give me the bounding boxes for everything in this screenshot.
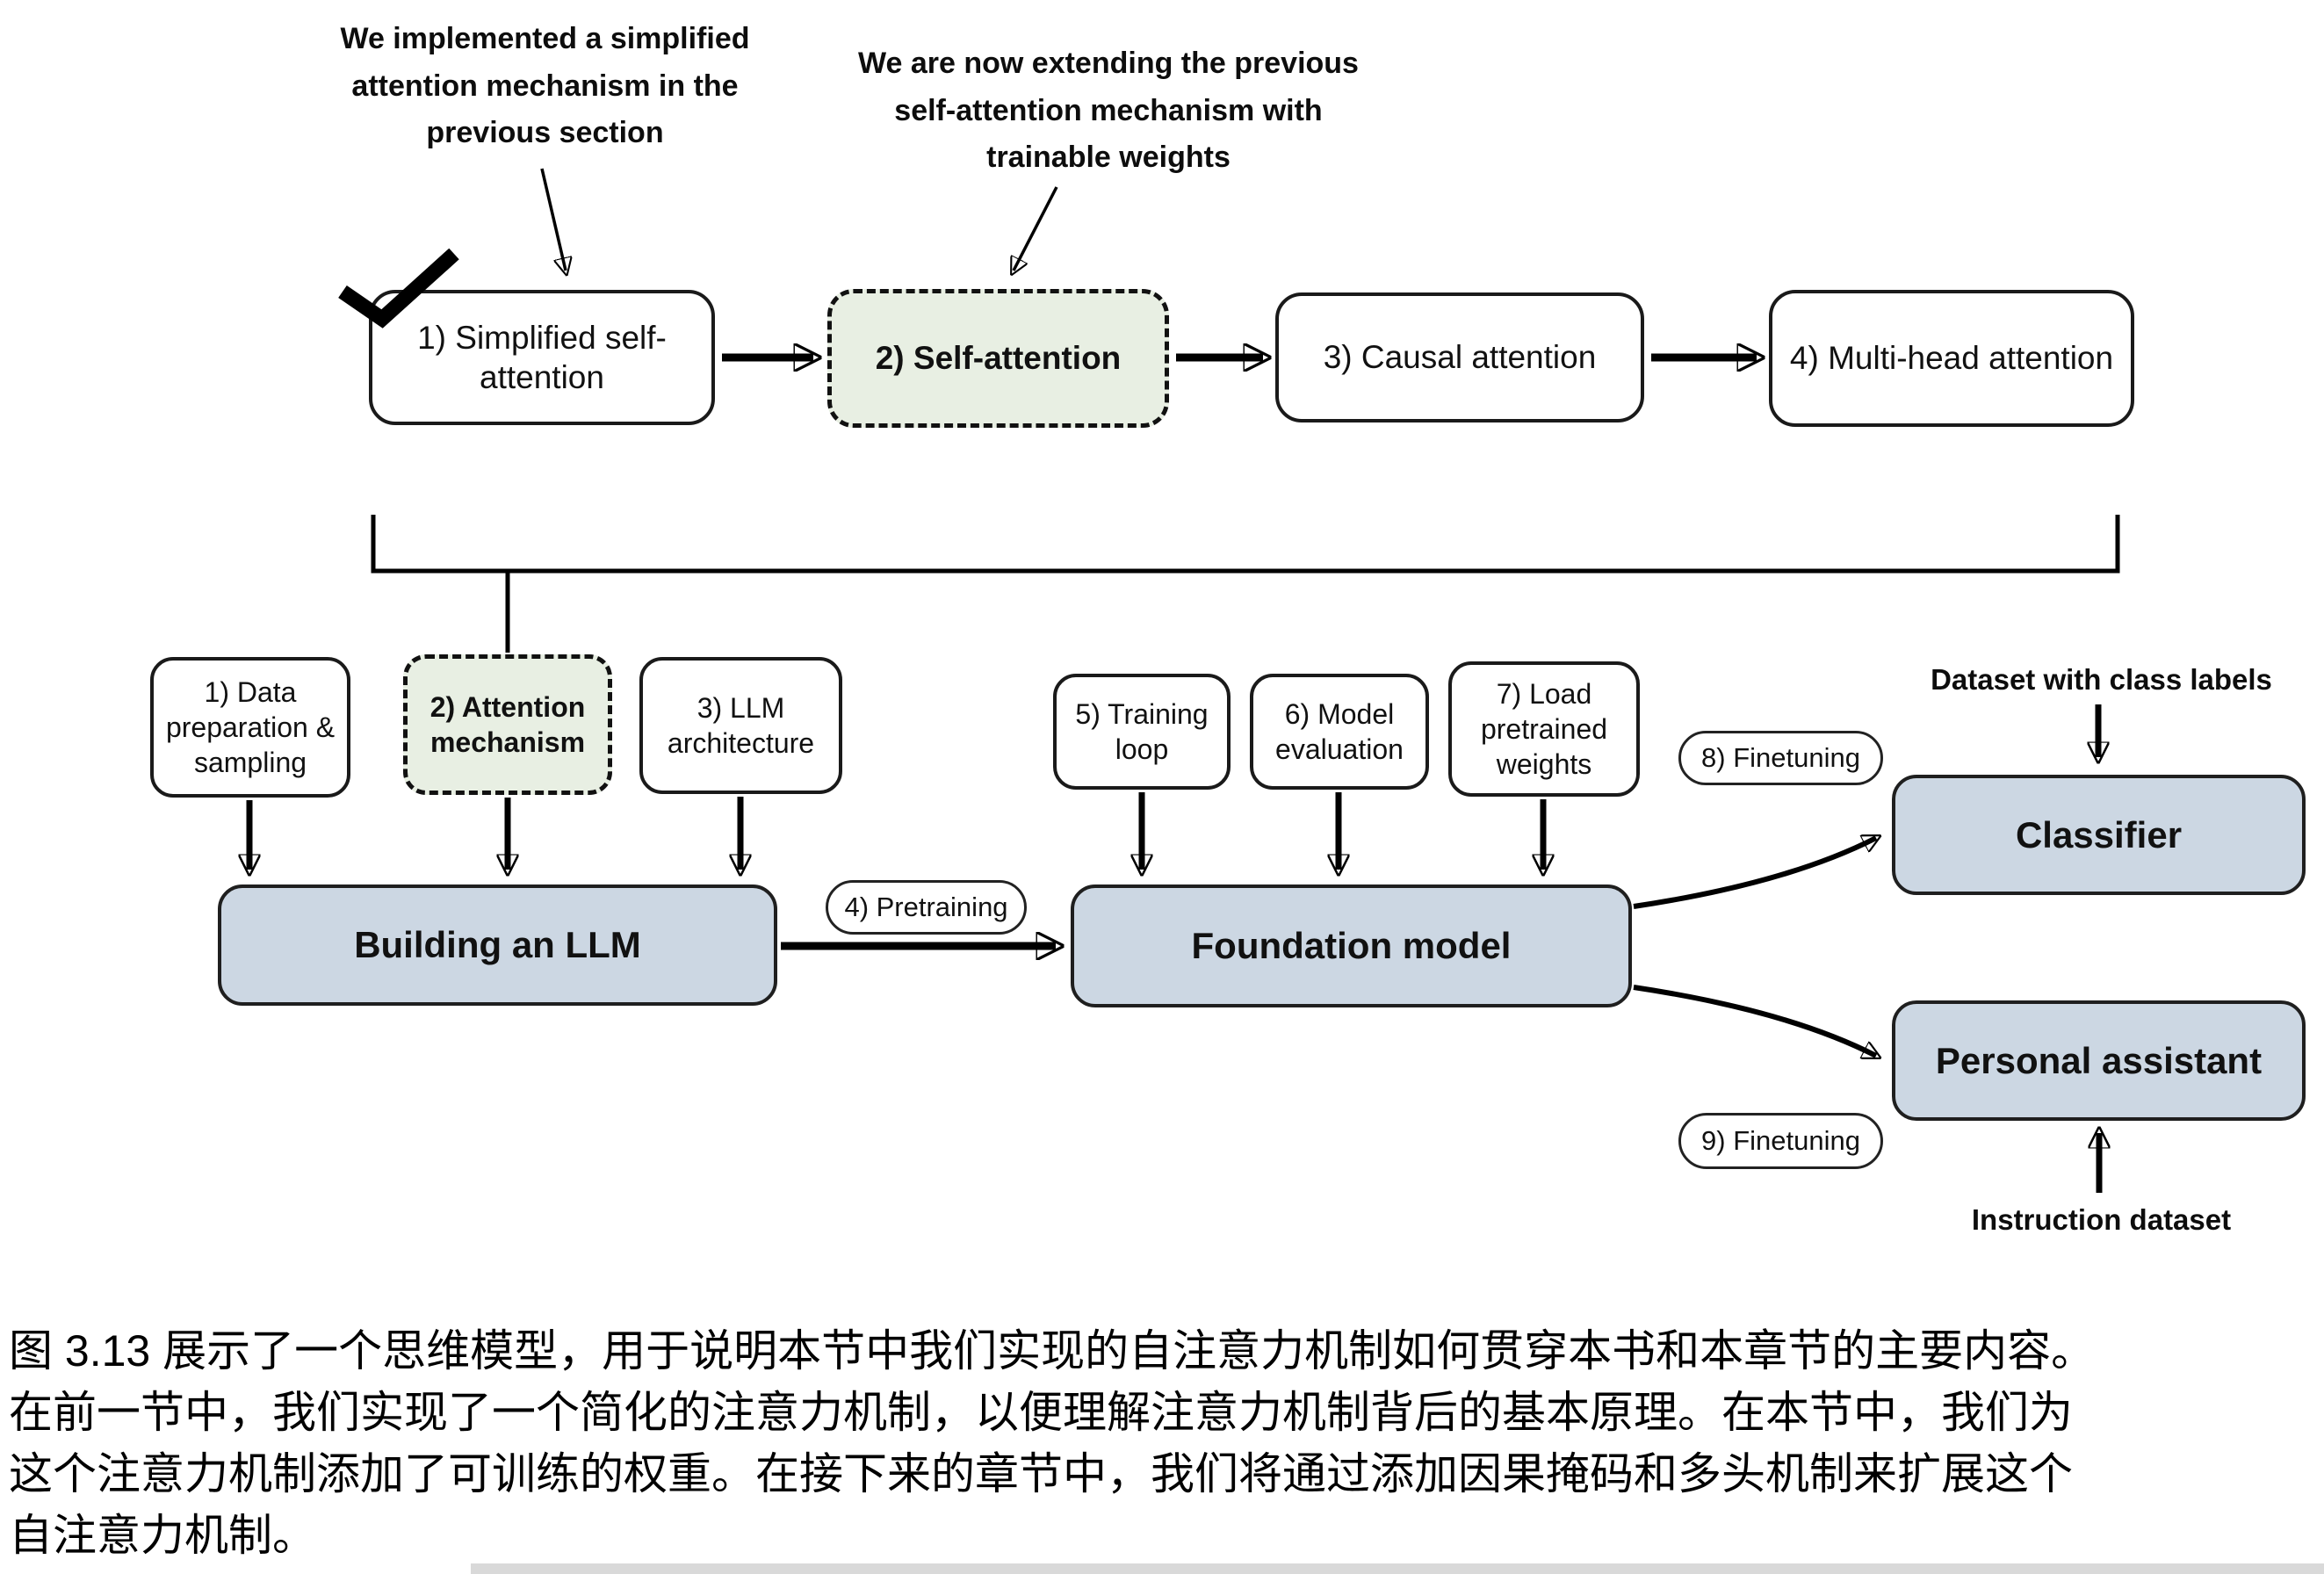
personal-assistant-box: Personal assistant: [1892, 1000, 2306, 1121]
stage-box-simplified-self-attention: 1) Simplified self-attention: [369, 290, 715, 425]
arrow-finetuning-to-assistant: [1633, 985, 1876, 1056]
dataset-class-labels-text: Dataset with class labels: [1931, 663, 2272, 696]
figure-caption: 图 3.13 展示了一个思维模型，用于说明本节中我们实现的自注意力机制如何贯穿本…: [9, 1320, 2320, 1566]
finetuning-assistant-pill: 9) Finetuning: [1678, 1113, 1883, 1169]
bracket-under-attention-row: [371, 515, 2120, 574]
stage-box-causal-attention: 3) Causal attention: [1275, 292, 1644, 422]
step-box-attention-mechanism: 2) Attention mechanism: [403, 654, 612, 795]
note-extending-trainable: We are now extending the previous self-a…: [858, 47, 1359, 175]
step-box-training-loop: 5) Training loop: [1053, 674, 1231, 790]
caption-line-3: 这个注意力机制添加了可训练的权重。在接下来的章节中，我们将通过添加因果掩码和多头…: [9, 1449, 2073, 1498]
note-implemented-simplified: We implemented a simplified attention me…: [340, 22, 750, 150]
classifier-box: Classifier: [1892, 775, 2306, 895]
caption-line-2: 在前一节中，我们实现了一个简化的注意力机制，以便理解注意力机制背后的基本原理。在…: [9, 1388, 2073, 1437]
step-box-model-evaluation: 6) Model evaluation: [1250, 674, 1429, 790]
instruction-dataset-text: Instruction dataset: [1971, 1203, 2232, 1236]
step-box-llm-architecture: 3) LLM architecture: [639, 657, 842, 794]
building-llm-box: Building an LLM: [218, 884, 777, 1006]
pretraining-label-pill: 4) Pretraining: [826, 880, 1027, 935]
caption-line-4: 自注意力机制。: [9, 1511, 316, 1560]
foundation-model-box: Foundation model: [1071, 884, 1632, 1007]
arrow-finetuning-to-classifier: [1633, 838, 1876, 909]
stage-box-self-attention: 2) Self-attention: [827, 289, 1169, 428]
note2-pointer-arrow: [1014, 186, 1058, 271]
step-box-data-preparation: 1) Data preparation & sampling: [150, 657, 350, 798]
stage-box-multi-head-attention: 4) Multi-head attention: [1769, 290, 2134, 427]
caption-line-1: 图 3.13 展示了一个思维模型，用于说明本节中我们实现的自注意力机制如何贯穿本…: [9, 1326, 2096, 1375]
step-box-load-pretrained-weights: 7) Load pretrained weights: [1448, 661, 1640, 797]
note1-pointer-arrow: [540, 168, 566, 271]
finetuning-classifier-pill: 8) Finetuning: [1678, 731, 1883, 785]
bottom-page-strip: [471, 1563, 2324, 1574]
